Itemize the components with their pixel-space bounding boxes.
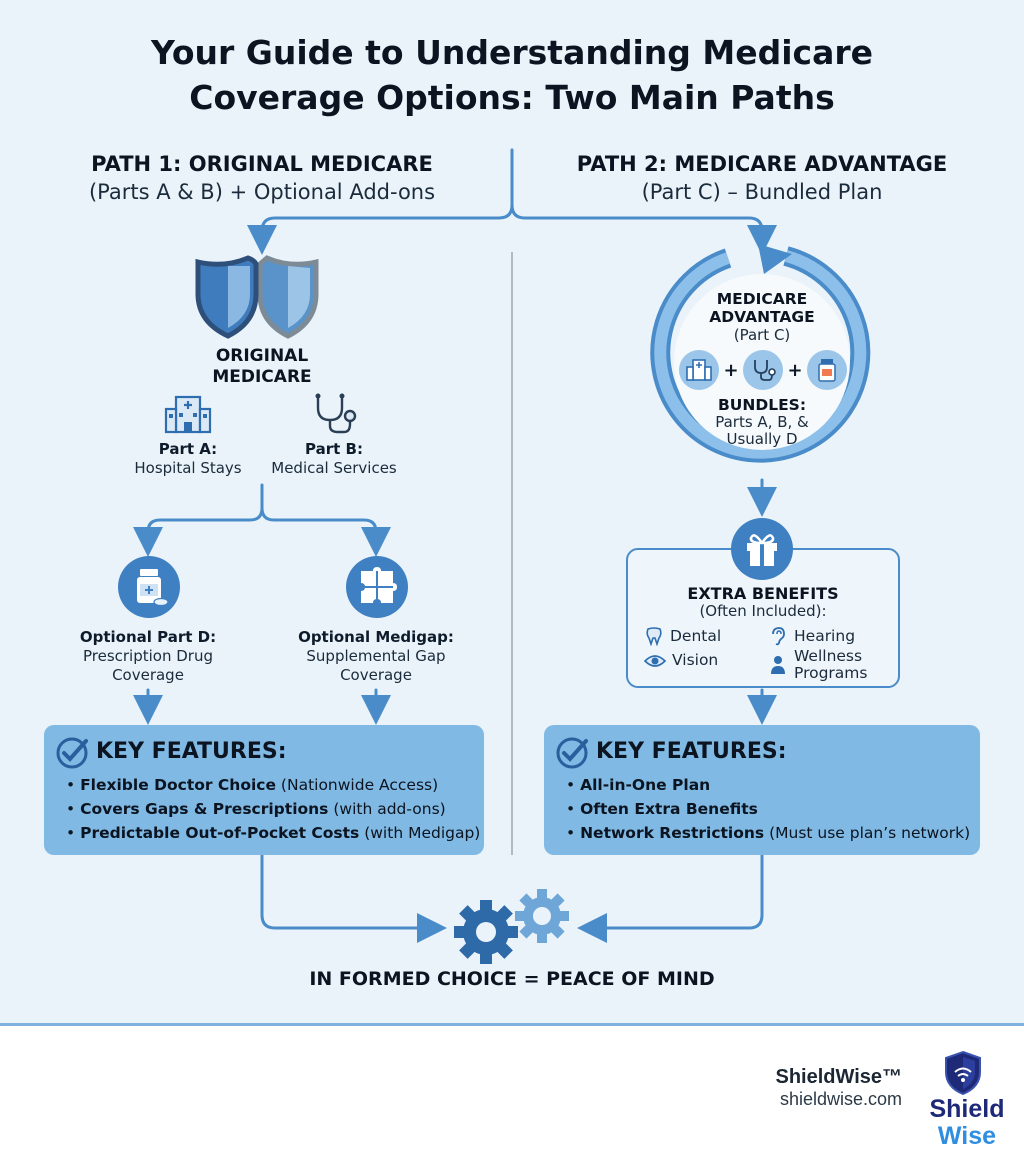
stethoscope-icon [315, 393, 357, 434]
page-title: Your Guide to Understanding Medicare Cov… [40, 30, 984, 120]
benefit-vision-label: Vision [672, 651, 719, 669]
shields-icon [195, 255, 319, 339]
brand-name: ShieldWise™ [775, 1066, 902, 1088]
part-a-node: Part A: Hospital Stays [108, 440, 268, 478]
logo-text-wise: Wise [937, 1122, 997, 1150]
plus-sign: + [723, 359, 739, 381]
part-b-desc: Medical Services [271, 459, 397, 477]
bundles-text: BUNDLES: Parts A, B, & Usually D [672, 396, 852, 448]
part-d-desc-2: Coverage [112, 666, 184, 684]
benefit-dental: Dental [644, 626, 721, 646]
brand-url: shieldwise.com [779, 1089, 902, 1109]
bundles-label: BUNDLES: [717, 396, 807, 414]
feature-item: • Covers Gaps & Prescriptions (with add-… [66, 800, 446, 818]
conclusion-text: IN FORMED CHOICE = PEACE OF MIND [309, 968, 715, 990]
path2-heading: PATH 2: MEDICARE ADVANTAGE [576, 152, 948, 176]
part-a-desc: Hospital Stays [134, 459, 242, 477]
hospital-icon [164, 395, 212, 434]
feature-item: • Flexible Doctor Choice (Nationwide Acc… [66, 776, 439, 794]
part-a-label: Part A: [158, 440, 218, 458]
bundles-line-2: Usually D [726, 430, 798, 448]
advantage-subtitle: (Part C) [733, 326, 791, 344]
connector-lines [133, 148, 777, 943]
eye-icon [644, 654, 666, 667]
bundles-line-1: Parts A, B, & [715, 413, 809, 431]
check-circle-icon [556, 737, 588, 769]
bundle-icons-row: + + [679, 350, 847, 390]
advantage-title-2: ADVANTAGE [709, 308, 815, 326]
shield-logo-icon [945, 1050, 981, 1096]
pill-bottle-icon [118, 556, 180, 618]
part-b-node: Part B: Medical Services [254, 440, 414, 478]
path1-features-list: • Flexible Doctor Choice (Nationwide Acc… [66, 773, 486, 845]
extra-benefits-title: EXTRA BENEFITS [687, 584, 839, 603]
logo-text-shield: Shield [929, 1095, 1005, 1123]
title-line-2: Coverage Options: Two Main Paths [189, 78, 835, 117]
extra-benefits-header: EXTRA BENEFITS (Often Included): [626, 584, 900, 620]
path1-subheading: (Parts A & B) + Optional Add-ons [88, 180, 436, 204]
brand-block: ShieldWise™ shieldwise.com [620, 1066, 902, 1110]
extra-benefits-subtitle: (Often Included): [699, 602, 827, 620]
path2-features-list: • All-in-One Plan • Often Extra Benefits… [566, 773, 976, 845]
plus-sign: + [787, 359, 803, 381]
benefit-vision: Vision [644, 652, 718, 669]
path1-heading-block: PATH 1: ORIGINAL MEDICARE (Parts A & B) … [40, 150, 484, 206]
part-d-label: Optional Part D: [79, 628, 217, 646]
part-d-desc-1: Prescription Drug [82, 647, 213, 665]
puzzle-icon [346, 556, 408, 618]
benefit-hearing-label: Hearing [794, 626, 856, 645]
path1-heading: PATH 1: ORIGINAL MEDICARE [91, 152, 433, 176]
feature-item: • Predictable Out-of-Pocket Costs (with … [66, 824, 481, 842]
path2-heading-block: PATH 2: MEDICARE ADVANTAGE (Part C) – Bu… [540, 150, 984, 206]
gift-icon [731, 518, 793, 580]
footer-divider [0, 1023, 1024, 1026]
path2-subheading: (Part C) – Bundled Plan [641, 180, 883, 204]
path1-features-title: KEY FEATURES: [96, 739, 287, 764]
original-medicare-title: ORIGINAL MEDICARE [162, 346, 362, 388]
medigap-desc-2: Coverage [340, 666, 412, 684]
path1-key-features-box: KEY FEATURES: • Flexible Doctor Choice (… [44, 725, 484, 855]
original-medicare-line-2: MEDICARE [212, 367, 312, 387]
path2-features-title: KEY FEATURES: [596, 739, 787, 764]
part-d-node: Optional Part D: Prescription Drug Cover… [58, 628, 238, 685]
hospital-icon [679, 350, 719, 390]
medigap-node: Optional Medigap: Supplemental Gap Cover… [286, 628, 466, 685]
shieldwise-logo: Shield Wise [912, 1048, 1022, 1154]
pill-bottle-icon [807, 350, 847, 390]
benefit-hearing: Hearing [768, 626, 855, 646]
feature-item: • All-in-One Plan [566, 776, 711, 794]
benefit-dental-label: Dental [670, 626, 722, 645]
title-line-1: Your Guide to Understanding Medicare [150, 33, 874, 72]
person-icon [771, 656, 785, 674]
path2-key-features-box: KEY FEATURES: • All-in-One Plan • Often … [544, 725, 980, 855]
gears-icon [454, 889, 569, 964]
part-b-label: Part B: [305, 440, 363, 458]
check-circle-icon [56, 737, 88, 769]
advantage-circle-content: MEDICARE ADVANTAGE (Part C) [672, 290, 852, 345]
stethoscope-icon [743, 350, 783, 390]
feature-item: • Often Extra Benefits [566, 800, 758, 818]
advantage-title-1: MEDICARE [716, 290, 808, 308]
feature-item: • Network Restrictions (Must use plan’s … [566, 824, 971, 842]
medigap-desc-1: Supplemental Gap [306, 647, 446, 665]
ear-icon [772, 627, 785, 646]
medigap-label: Optional Medigap: [298, 628, 454, 646]
original-medicare-line-1: ORIGINAL [215, 346, 309, 366]
tooth-icon [646, 627, 662, 646]
